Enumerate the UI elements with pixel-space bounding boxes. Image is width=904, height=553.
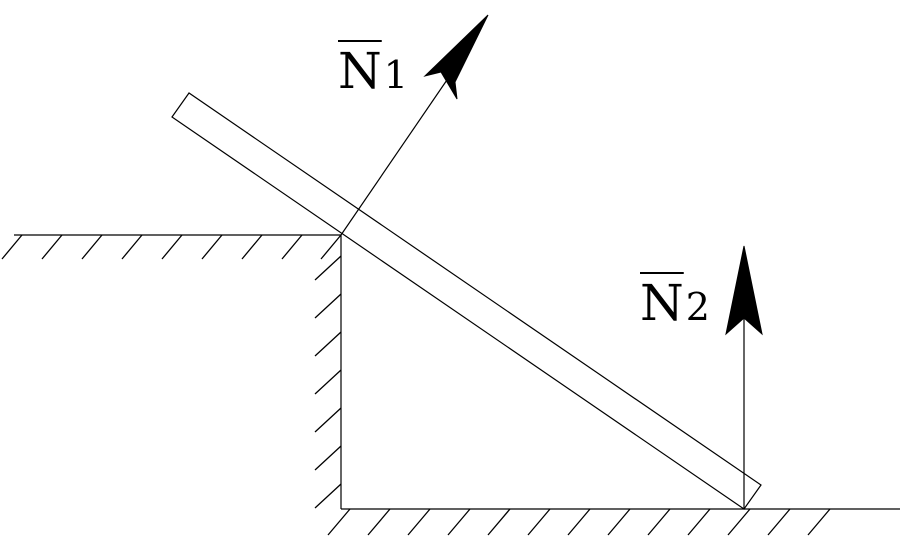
force-n2-letter: N bbox=[640, 274, 684, 332]
force-n1-shaft bbox=[340, 76, 450, 236]
wall-hatching bbox=[314, 255, 342, 509]
upper-ground-hatching bbox=[1, 234, 342, 260]
force-n1-label: N1 bbox=[338, 46, 408, 96]
force-n2-arrowhead bbox=[725, 245, 763, 336]
force-n1-index: 1 bbox=[383, 53, 408, 97]
force-n1-arrowhead bbox=[423, 14, 489, 100]
force-n1-letter: N bbox=[338, 42, 382, 100]
force-n2-label: N2 bbox=[640, 278, 710, 328]
force-n2-index: 2 bbox=[685, 285, 710, 329]
lower-floor-hatching bbox=[327, 508, 831, 536]
